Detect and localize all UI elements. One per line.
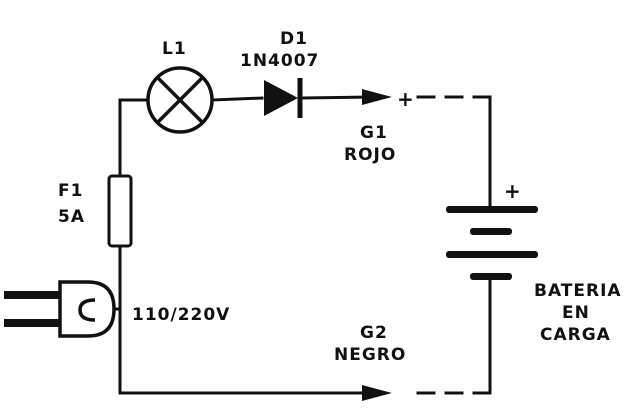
lamp-symbol <box>146 66 214 134</box>
diode-ref-label: D1 <box>280 29 308 49</box>
wire-lamp-diode <box>211 96 264 102</box>
battery-label-line-2: EN <box>562 303 590 323</box>
diode-symbol <box>264 78 303 118</box>
battery-label-line-3: CARGA <box>540 325 611 345</box>
lamp-ref-label: L1 <box>162 39 187 59</box>
wire-diode-g1 <box>300 95 374 100</box>
clip-g1-arrow <box>362 89 392 105</box>
fuse-rating-label: 5A <box>58 207 85 227</box>
clip-g2-arrow <box>362 385 392 401</box>
battery-polarity: + <box>504 179 521 203</box>
plug-symbol <box>4 280 122 338</box>
clip-g1-polarity: + <box>397 87 414 111</box>
wire-bottom <box>118 334 374 395</box>
battery-label-line-1: BATERIA <box>534 281 622 301</box>
clip-g1-ref-label: G1 <box>360 123 388 143</box>
fuse-ref-label: F1 <box>58 181 83 201</box>
fuse-symbol <box>107 174 133 248</box>
plug-voltage-label: 110/220V <box>132 305 230 325</box>
diode-part-label: 1N4007 <box>240 51 319 71</box>
clip-g1-color-label: ROJO <box>344 145 396 165</box>
battery-symbol <box>446 206 538 280</box>
wire-left-top <box>118 98 148 178</box>
clip-g2-ref-label: G2 <box>360 323 388 343</box>
clip-g2-color-label: NEGRO <box>334 345 406 365</box>
